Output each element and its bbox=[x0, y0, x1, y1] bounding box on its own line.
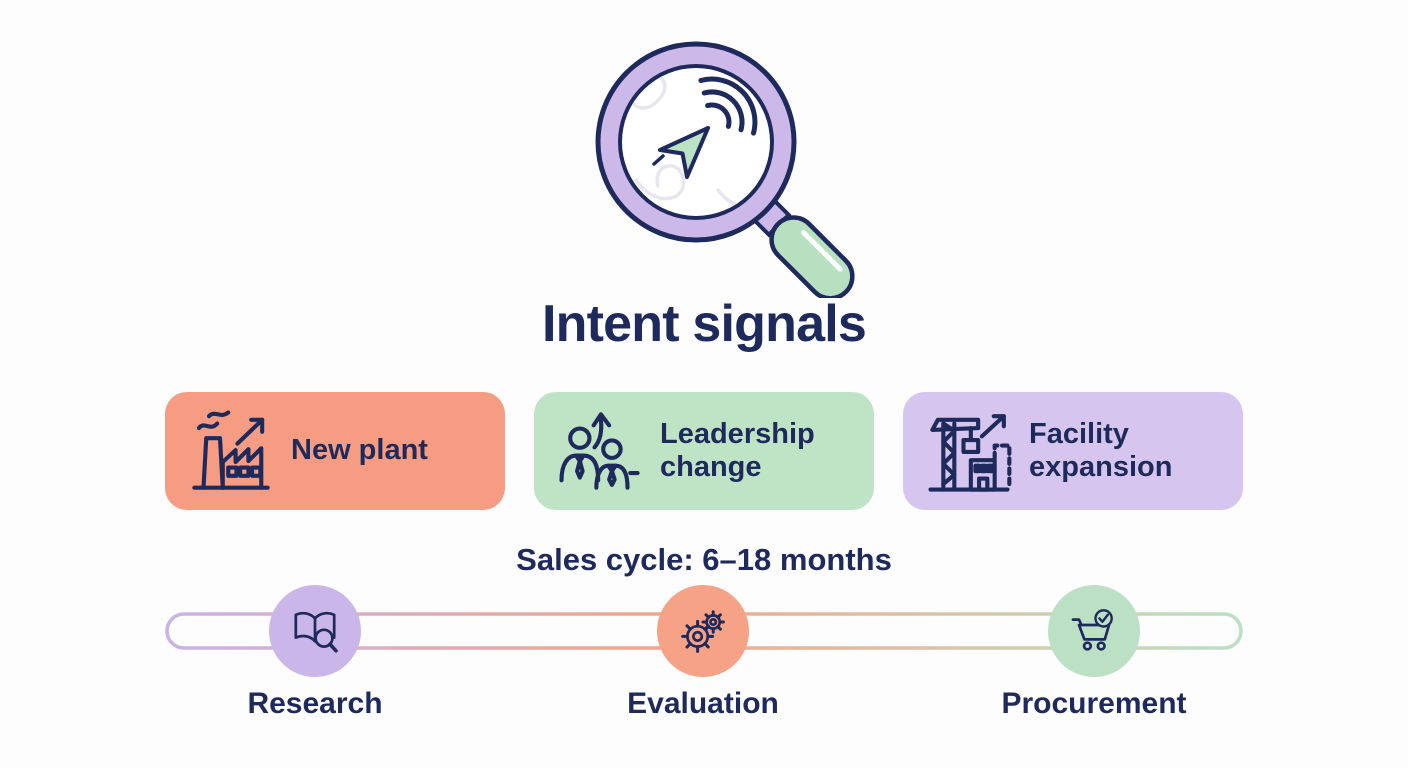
signal-card-label: Facility expansion bbox=[1029, 417, 1173, 483]
crane-expansion-icon bbox=[928, 414, 1012, 492]
signal-cards-row: New plant Leadership change bbox=[165, 392, 1243, 510]
timeline-stage-procurement bbox=[1048, 585, 1140, 677]
timeline-stage-research bbox=[269, 585, 361, 677]
signal-card-label: Leadership change bbox=[660, 417, 815, 483]
gears-icon bbox=[681, 610, 725, 653]
factory-growth-icon bbox=[192, 410, 270, 490]
timeline-label-evaluation: Evaluation bbox=[627, 687, 779, 720]
cart-check-icon bbox=[1071, 609, 1113, 651]
leadership-change-icon bbox=[559, 412, 640, 490]
signal-card-facility-expansion: Facility expansion bbox=[903, 392, 1243, 510]
signal-card-label: New plant bbox=[291, 434, 428, 467]
page-title: Intent signals bbox=[542, 295, 867, 353]
magnifier-cursor-icon bbox=[595, 41, 855, 298]
signal-card-new-plant: New plant bbox=[165, 392, 505, 510]
sales-cycle-caption: Sales cycle: 6–18 months bbox=[516, 542, 892, 577]
timeline-label-procurement: Procurement bbox=[1001, 687, 1187, 720]
book-magnifier-icon bbox=[294, 611, 338, 653]
signal-card-leadership-change: Leadership change bbox=[534, 392, 874, 510]
timeline-label-research: Research bbox=[247, 687, 383, 720]
timeline-stage-evaluation bbox=[657, 585, 749, 677]
